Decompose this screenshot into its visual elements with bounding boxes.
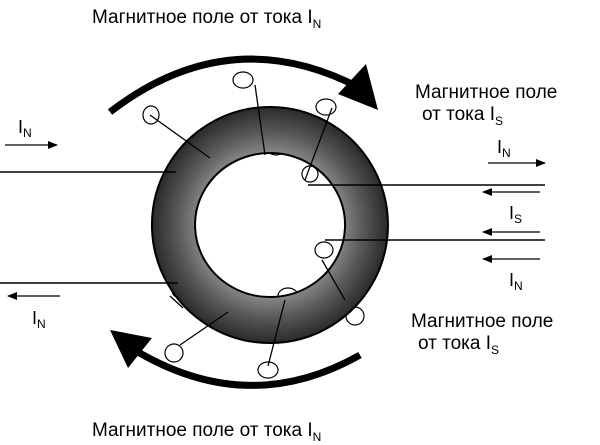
lead-wires: [0, 171, 545, 284]
current-label-left-out: IN: [32, 308, 46, 331]
winding-loop: [164, 343, 184, 363]
current-label-right-top: IN: [497, 137, 511, 160]
label-field-is-lower: Магнитное поле: [411, 311, 553, 332]
winding-loop: [257, 361, 279, 379]
winding-loop: [232, 71, 254, 89]
field-arrow-bottom: [126, 343, 362, 389]
current-label-right-bottom: IN: [509, 270, 523, 293]
field-arrow-top-head: [338, 64, 378, 110]
label-field-is-lower-2: от тока IS: [418, 333, 499, 357]
field-arrow-bottom-head: [110, 330, 152, 368]
current-label-right-s: IS: [509, 203, 522, 226]
current-arrows: [5, 141, 546, 300]
winding-loop: [315, 98, 337, 116]
winding-loop: [314, 241, 334, 259]
label-field-is-upper: Магнитное поле: [415, 82, 557, 103]
field-arrows: [107, 55, 378, 389]
field-arrow-top: [107, 55, 362, 115]
winding-lines: [149, 84, 346, 367]
label-field-in-bottom: Магнитное поле от тока IN: [92, 420, 321, 444]
label-field-is-upper-2: от тока IS: [422, 104, 503, 128]
current-label-left-in: IN: [18, 117, 32, 140]
label-field-in-top: Магнитное поле от тока IN: [92, 7, 321, 31]
toroid-core: [151, 106, 389, 344]
